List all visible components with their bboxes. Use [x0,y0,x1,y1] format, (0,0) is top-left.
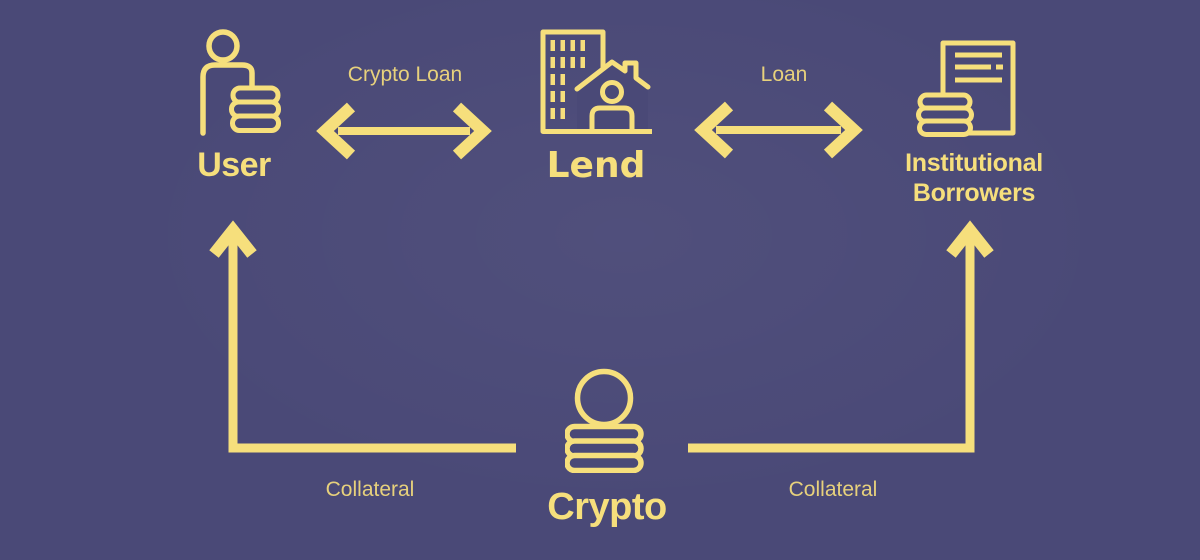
institutional-borrowers-node-label: Institutional Borrowers [869,148,1079,208]
user-node-label: User [197,146,271,184]
collateral-right-edge-label: Collateral [788,478,878,501]
lend-node-label: Lend [546,145,646,186]
coin-stack-icon [565,368,644,473]
person-body [589,105,635,133]
crypto-loan-edge-label: Crypto Loan [347,63,463,86]
loan-double-arrow-icon [694,101,863,159]
collateral-left-arrow-icon [209,220,516,453]
collateral-right-arrow-icon [688,220,994,453]
collateral-left-edge-label: Collateral [325,478,415,501]
lender-building-icon [540,29,652,134]
house-roof-chimney [574,59,651,92]
document-with-coins-icon [916,40,1016,137]
crypto-loan-double-arrow-icon [316,102,492,160]
institutional-label-line1: Institutional [905,149,1043,177]
person-with-coins-icon [200,29,281,136]
person-head [600,80,624,104]
crypto-node-label: Crypto [547,486,667,528]
loan-edge-label: Loan [760,63,808,86]
institutional-label-line2: Borrowers [912,179,1036,207]
building-windows [550,40,585,119]
